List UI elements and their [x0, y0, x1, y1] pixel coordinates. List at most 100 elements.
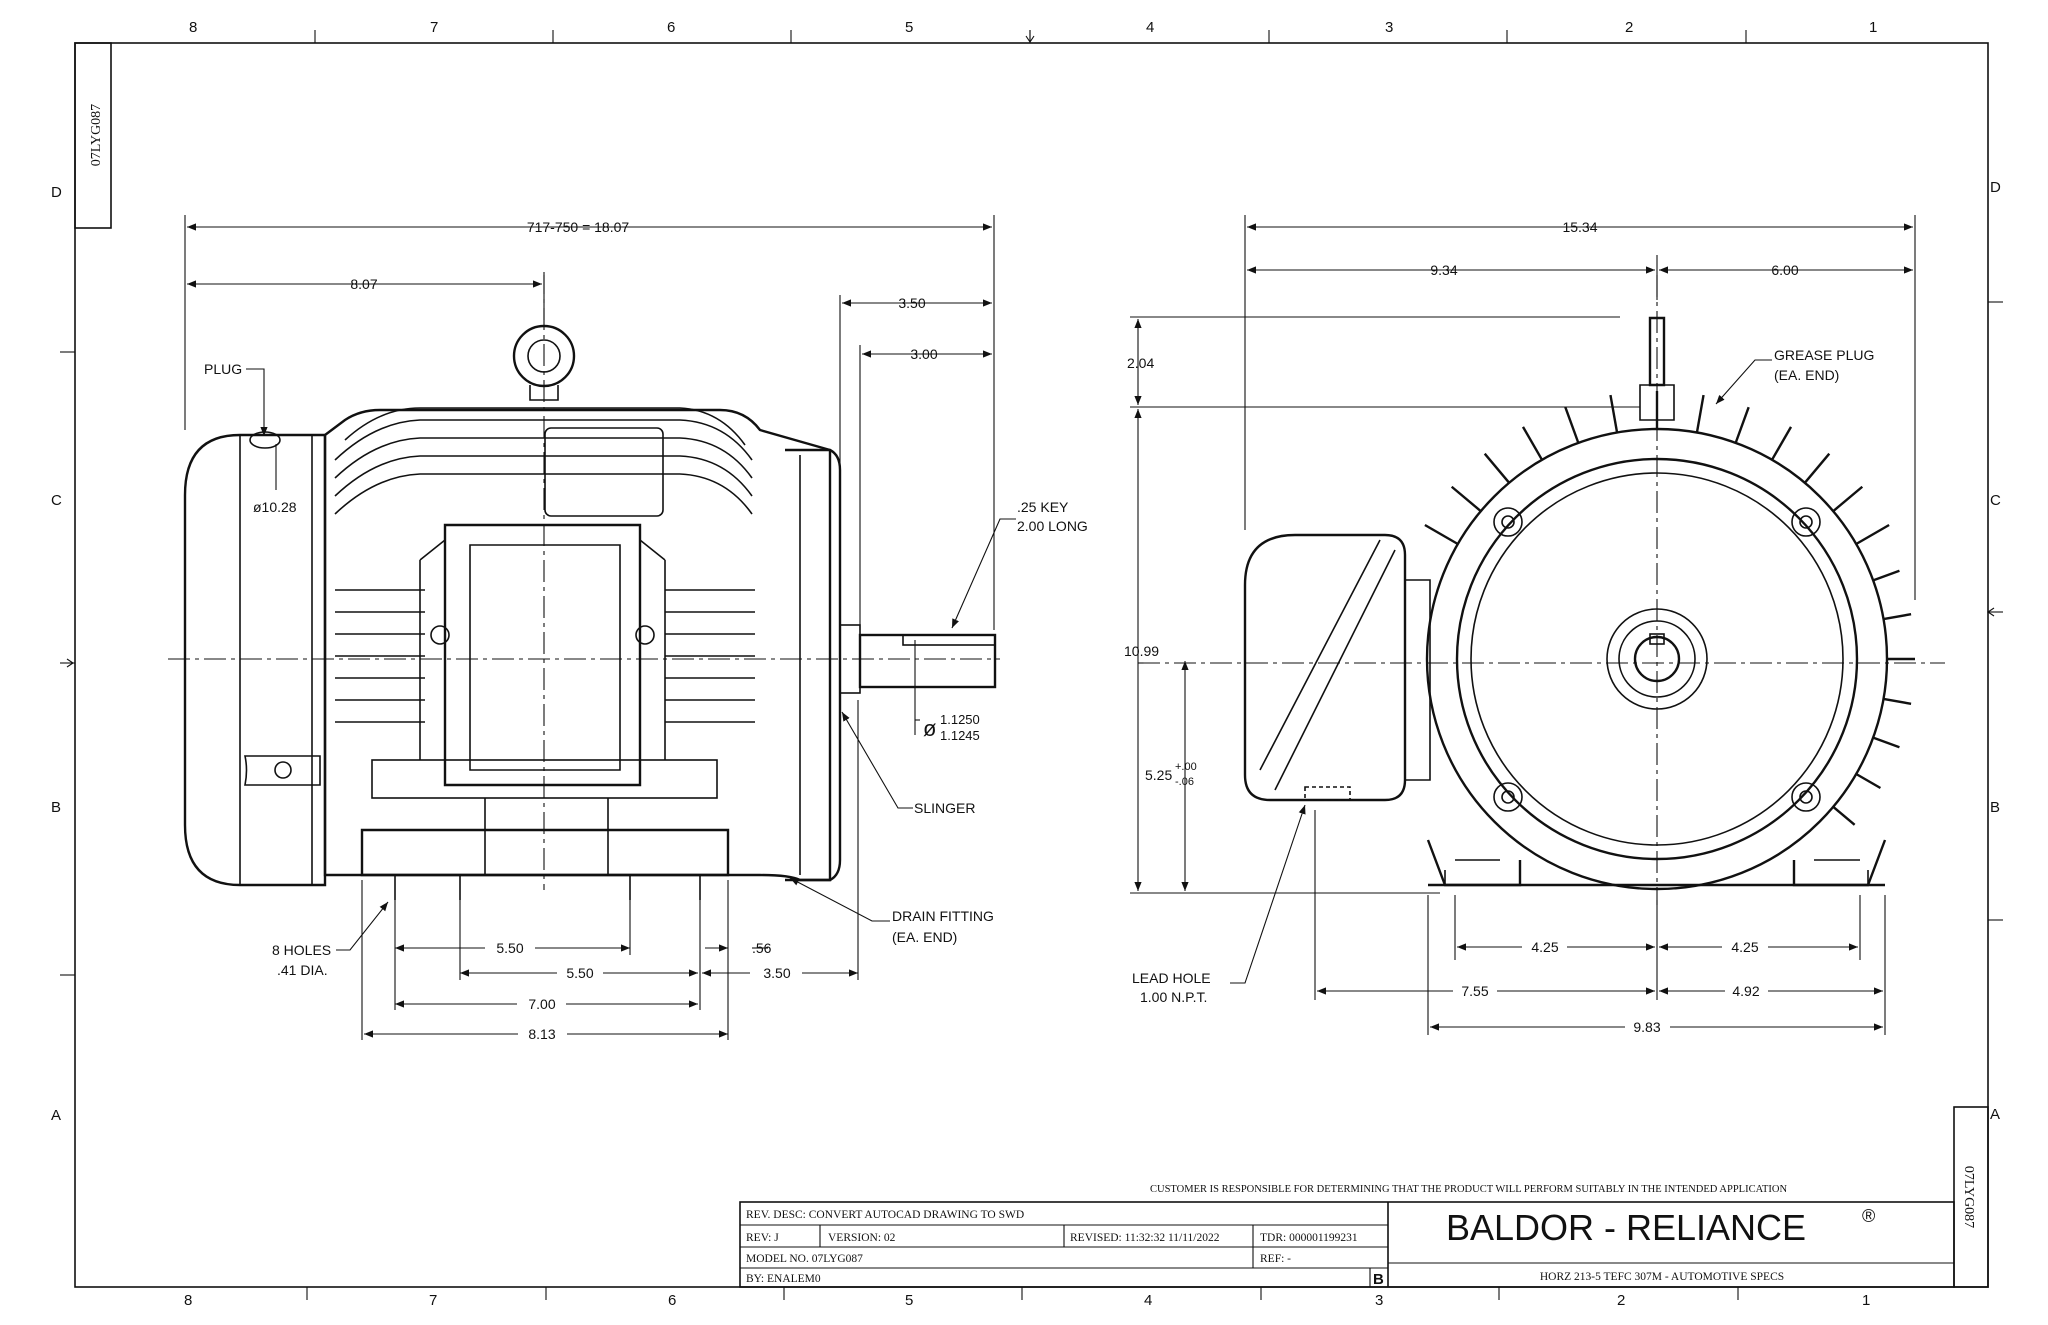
label-drain-2: (EA. END) [892, 929, 957, 945]
zone-row-d-right: D [1990, 179, 2001, 196]
rev-description: REV. DESC: CONVERT AUTOCAD DRAWING TO SW… [746, 1209, 1024, 1221]
registered-mark: ® [1862, 1206, 1875, 1226]
end-view-dimensions [1130, 215, 1916, 1035]
cooling-fin [1450, 485, 1482, 513]
rev-letter: REV: J [746, 1232, 779, 1244]
zone-col-1-bottom: 1 [1862, 1292, 1870, 1309]
dim-length-to-lift: 8.07 [350, 276, 377, 292]
dim-350: 3.50 [763, 965, 790, 981]
cooling-fin [1883, 613, 1912, 621]
cooling-fin [1483, 452, 1511, 484]
zone-col-1-top: 1 [1869, 19, 1877, 36]
dim-056: .56 [752, 940, 772, 956]
zone-col-7-bottom: 7 [429, 1292, 437, 1309]
drawing-description: HORZ 213-5 TEFC 307M - AUTOMOTIVE SPECS [1540, 1271, 1784, 1283]
zone-row-b-left: B [51, 799, 61, 816]
cooling-fin [1521, 426, 1544, 461]
motor-end-view [1138, 275, 1945, 905]
dim-shaft-dia-min: 1.1245 [940, 728, 980, 743]
label-slinger: SLINGER [914, 800, 975, 816]
sheet-id-top: 07LYG087 [89, 104, 104, 166]
label-plug: PLUG [204, 361, 242, 377]
dim-foot-left: 4.25 [1531, 939, 1558, 955]
dim-box-left: 7.55 [1461, 983, 1488, 999]
cooling-fin [1803, 452, 1831, 484]
label-holes-1: 8 HOLES [272, 942, 331, 958]
zone-col-5-bottom: 5 [905, 1292, 913, 1309]
dim-height-lift: 2.04 [1127, 355, 1154, 371]
label-grease-1: GREASE PLUG [1774, 347, 1874, 363]
zone-col-3-bottom: 3 [1375, 1292, 1383, 1309]
zone-labels: 8 7 6 5 4 3 2 1 8 7 6 5 4 3 2 1 D C B A … [51, 19, 2001, 1309]
revised-date: REVISED: 11:32:32 11/11/2022 [1070, 1232, 1220, 1244]
ref-field: REF: - [1260, 1253, 1291, 1265]
label-key-1: .25 KEY [1017, 499, 1069, 515]
cooling-fin [1424, 523, 1459, 546]
dim-key-end: 3.00 [910, 346, 937, 362]
zone-col-8-top: 8 [189, 19, 197, 36]
dim-foot-right: 4.25 [1731, 939, 1758, 955]
zone-row-c-left: C [51, 492, 62, 509]
dim-foot-550a: 5.50 [496, 940, 523, 956]
zone-col-2-top: 2 [1625, 19, 1633, 36]
company-name: BALDOR - RELIANCE [1446, 1207, 1806, 1248]
drawn-by: BY: ENALEM0 [746, 1273, 821, 1285]
zone-col-6-bottom: 6 [668, 1292, 676, 1309]
cooling-fin [1770, 426, 1793, 461]
dim-tol-plus: +.00 [1175, 761, 1197, 773]
zone-row-d-left: D [51, 184, 62, 201]
dim-813: 8.13 [528, 1026, 555, 1042]
cooling-fin [1872, 736, 1900, 749]
side-view-dimensions [184, 215, 1016, 1040]
zone-col-8-bottom: 8 [184, 1292, 192, 1309]
dim-tol-minus: -.06 [1175, 776, 1194, 788]
dim-shaft-extension: 3.50 [898, 295, 925, 311]
cooling-fin [1832, 805, 1856, 826]
title-block [739, 1201, 1955, 1288]
cooling-fin [1855, 772, 1882, 790]
label-lead-1: LEAD HOLE [1132, 970, 1211, 986]
model-number: MODEL NO. 07LYG087 [746, 1253, 863, 1265]
sheet-border [60, 30, 2003, 1300]
dim-height-total: 10.99 [1124, 643, 1159, 659]
dim-700: 7.00 [528, 996, 555, 1012]
zone-row-b-right: B [1990, 799, 2000, 816]
cooling-fin [1883, 697, 1912, 705]
version: VERSION: 02 [828, 1232, 896, 1244]
zone-row-c-right: C [1990, 492, 2001, 509]
label-drain-1: DRAIN FITTING [892, 908, 994, 924]
dim-box-right: 4.92 [1732, 983, 1759, 999]
sheet-id-bottom: 07LYG087 [1961, 1166, 1976, 1228]
zone-col-2-bottom: 2 [1617, 1292, 1625, 1309]
cooling-fin [1855, 523, 1890, 546]
cooling-fin [1872, 569, 1900, 582]
zone-col-3-top: 3 [1385, 19, 1393, 36]
diameter-symbol: ø [923, 716, 936, 741]
cooling-fin [1695, 394, 1705, 433]
motor-side-view [168, 272, 1000, 900]
zone-row-a-left: A [51, 1107, 61, 1124]
zone-col-5-top: 5 [905, 19, 913, 36]
cooling-fin [1832, 485, 1864, 513]
zone-col-4-top: 4 [1146, 19, 1154, 36]
label-grease-2: (EA. END) [1774, 367, 1839, 383]
dim-right-width: 6.00 [1771, 262, 1798, 278]
label-holes-2: .41 DIA. [277, 962, 328, 978]
sheet-id-box-bottom: 07LYG087 [1953, 1106, 1989, 1288]
dim-base: 9.83 [1633, 1019, 1660, 1035]
disclaimer-text: CUSTOMER IS RESPONSIBLE FOR DETERMINING … [1150, 1184, 1788, 1195]
dim-shaft-dia-max: 1.1250 [940, 712, 980, 727]
label-lead-2: 1.00 N.P.T. [1140, 989, 1207, 1005]
cooling-fin [1609, 394, 1619, 433]
dim-foot-550b: 5.50 [566, 965, 593, 981]
dim-overall-width: 15.34 [1562, 219, 1597, 235]
cooling-fin [1564, 406, 1580, 444]
dim-overall-length: 717-750 = 18.07 [527, 219, 630, 235]
zone-col-7-top: 7 [430, 19, 438, 36]
label-key-2: 2.00 LONG [1017, 518, 1088, 534]
zone-col-4-bottom: 4 [1144, 1292, 1152, 1309]
dim-shaft-height: 5.25 [1145, 767, 1172, 783]
sheet-id-box-top: 07LYG087 [74, 42, 112, 229]
tdr-number: TDR: 000001199231 [1260, 1232, 1358, 1244]
